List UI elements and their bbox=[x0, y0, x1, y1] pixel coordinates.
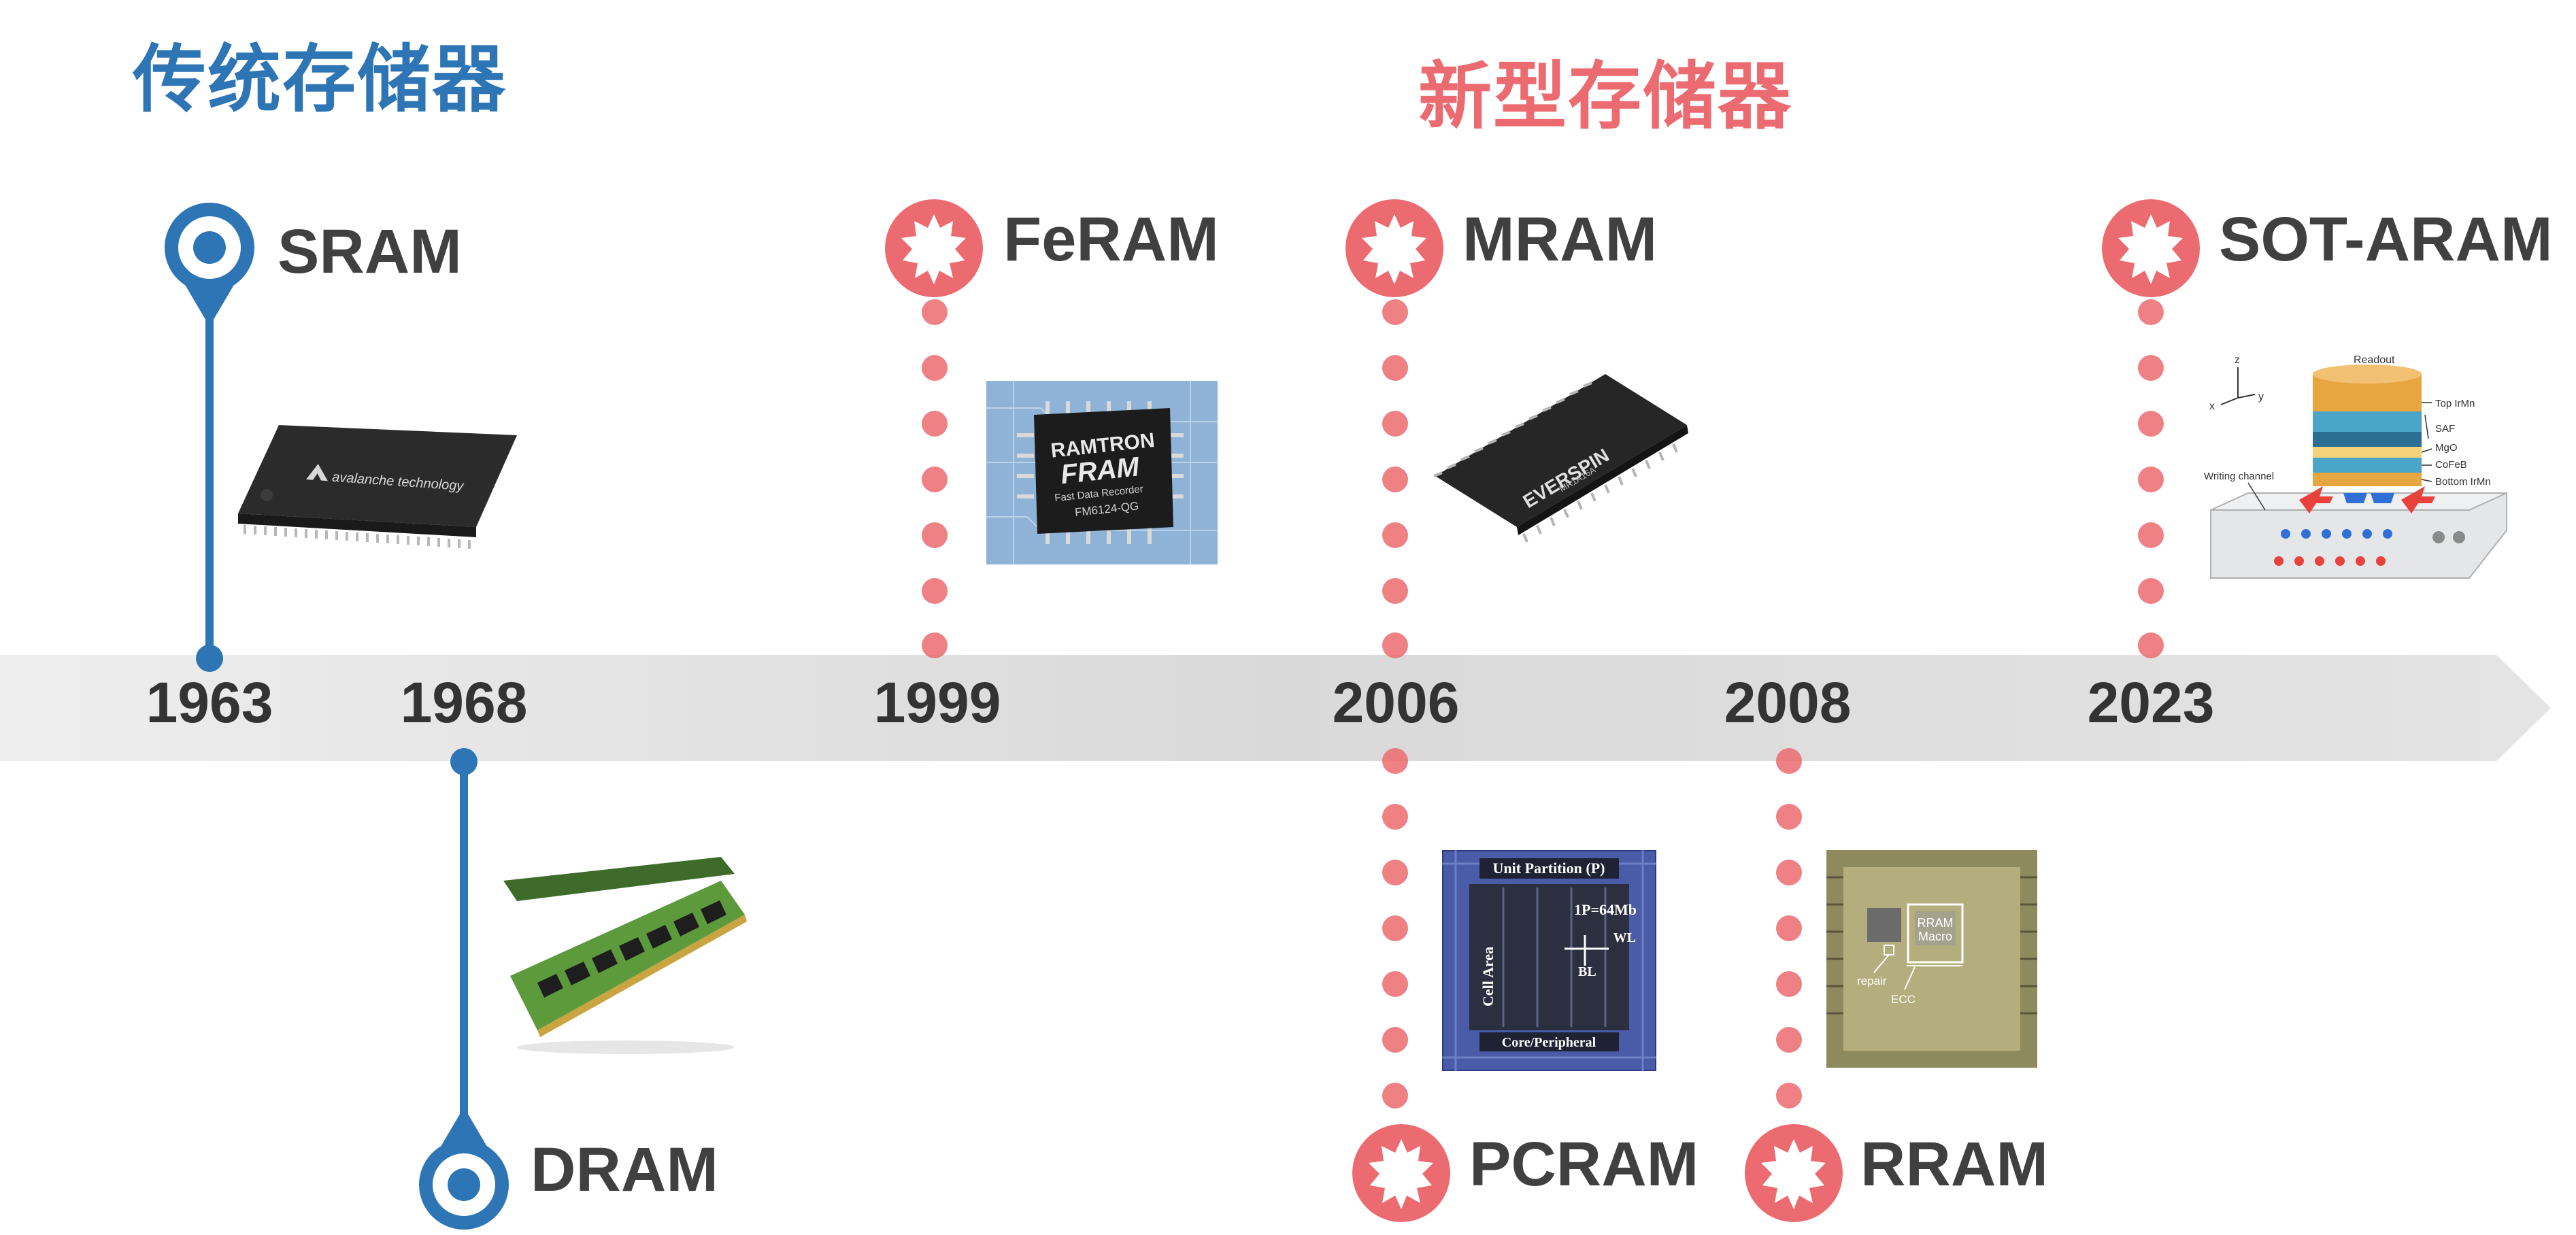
sot-aram-axis-y: y bbox=[2258, 391, 2264, 403]
pcram-die-wl-text: WL bbox=[1613, 930, 1636, 945]
feram-burst-icon bbox=[885, 199, 983, 297]
dram-module-image bbox=[503, 857, 747, 1054]
mram-dotted-connector bbox=[1382, 299, 1409, 658]
year-1963: 1963 bbox=[146, 671, 273, 734]
pcram-die-partition-text: Unit Partition (P) bbox=[1493, 860, 1605, 877]
sot-aram-device-schematic: z x y Readout Top IrMn SAF MgO CoFeB Bot… bbox=[2204, 354, 2507, 579]
sot-aram-mgo-label: MgO bbox=[2435, 442, 2458, 454]
sot-aram-writing-channel-label: Writing channel bbox=[2204, 471, 2274, 482]
sram-timeline-dot bbox=[196, 645, 223, 672]
sram-chip-image: avalanche technology bbox=[238, 425, 517, 549]
rram-dotted-connector bbox=[1775, 748, 1803, 1129]
pcram-die-bl-text: BL bbox=[1578, 964, 1596, 979]
rram-burst-icon bbox=[1745, 1124, 1843, 1222]
year-2006: 2006 bbox=[1332, 671, 1460, 734]
year-2023: 2023 bbox=[2087, 671, 2215, 734]
sot-aram-burst-icon bbox=[2102, 199, 2200, 297]
sram-connector-line bbox=[205, 320, 214, 653]
rram-die-macro-text: RRAM bbox=[1918, 916, 1954, 930]
pcram-die-core-text: Core/Peripheral bbox=[1502, 1035, 1596, 1050]
feram-chip-image: RAMTRON FRAM Fast Data Recorder FM6124-Q… bbox=[986, 381, 1218, 564]
rram-die-image: RRAM Macro repair ECC bbox=[1826, 850, 2037, 1068]
year-2008: 2008 bbox=[1724, 671, 1852, 734]
sot-aram-top-irmn-label: Top IrMn bbox=[2435, 398, 2475, 409]
dram-connector-line bbox=[460, 760, 468, 1121]
rram-label: RRAM bbox=[1860, 1130, 2048, 1199]
sram-pin-marker-icon bbox=[165, 203, 254, 326]
rram-die-repair-text: repair bbox=[1857, 975, 1887, 987]
sot-aram-cofeb-label: CoFeB bbox=[2435, 459, 2467, 471]
sot-aram-axis-x: x bbox=[2209, 401, 2215, 412]
year-1999: 1999 bbox=[873, 671, 1001, 734]
year-1968: 1968 bbox=[400, 671, 528, 734]
sot-aram-axis-z: z bbox=[2235, 354, 2240, 366]
pcram-dotted-connector bbox=[1382, 748, 1409, 1129]
sot-aram-saf-label: SAF bbox=[2435, 423, 2455, 435]
mram-label: MRAM bbox=[1462, 205, 1658, 274]
novel-memory-heading: 新型存储器 bbox=[1418, 54, 1793, 139]
mram-chip-image: EVERSPIN MR1A16A bbox=[1433, 374, 1688, 543]
dram-pin-marker-icon bbox=[419, 1107, 509, 1230]
sot-aram-readout-label: Readout bbox=[2354, 354, 2395, 366]
sot-aram-label: SOT-ARAM bbox=[2219, 205, 2553, 274]
pcram-burst-icon bbox=[1352, 1124, 1450, 1222]
rram-die-macro-sub-text: Macro bbox=[1918, 930, 1952, 943]
dram-label: DRAM bbox=[531, 1135, 718, 1204]
timeline-arrow bbox=[0, 655, 2551, 761]
pcram-die-cell-area-text: Cell Area bbox=[1479, 947, 1496, 1006]
traditional-memory-heading: 传统存储器 bbox=[133, 37, 507, 122]
feram-label: FeRAM bbox=[1003, 205, 1219, 274]
mram-burst-icon bbox=[1345, 199, 1443, 297]
pcram-die-capacity-text: 1P=64Mb bbox=[1574, 901, 1637, 918]
sot-aram-dotted-connector bbox=[2137, 299, 2164, 658]
feram-dotted-connector bbox=[921, 299, 948, 658]
pcram-label: PCRAM bbox=[1469, 1130, 1699, 1199]
pcram-die-image: Unit Partition (P) 1P=64Mb WL BL Cell Ar… bbox=[1442, 850, 1656, 1071]
rram-die-ecc-text: ECC bbox=[1891, 993, 1916, 1006]
sram-label: SRAM bbox=[278, 217, 462, 286]
sot-aram-bottom-irmn-label: Bottom IrMn bbox=[2435, 476, 2491, 488]
